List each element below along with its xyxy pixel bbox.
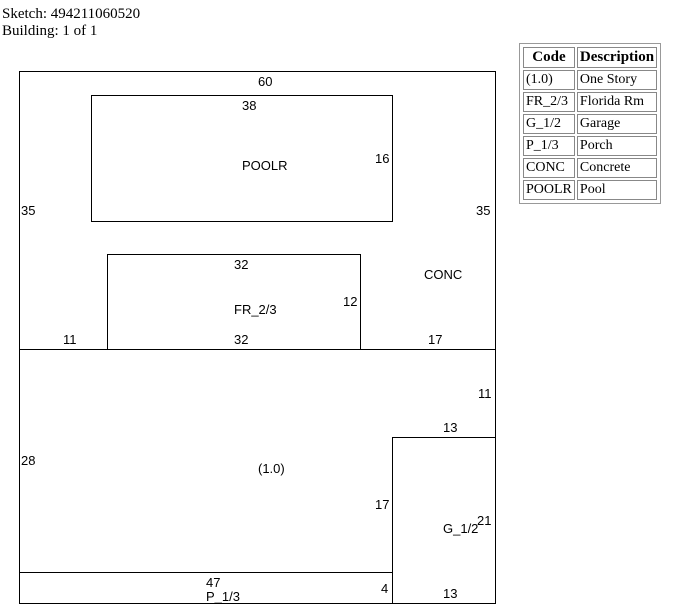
legend-description: Concrete <box>576 158 658 178</box>
code-legend: Code Description (1.0) One Story FR_2/3 … <box>519 43 662 204</box>
dimension-label: 35 <box>476 203 490 218</box>
legend-code: (1.0) <box>523 70 575 90</box>
dimension-label: 13 <box>443 586 457 601</box>
legend-row: FR_2/3 Florida Rm <box>523 92 658 112</box>
dimension-label: 38 <box>242 98 256 113</box>
dimension-label: 60 <box>258 74 272 89</box>
legend-description: One Story <box>576 70 658 90</box>
dimension-label: 35 <box>21 203 35 218</box>
main-area-label: (1.0) <box>258 461 285 476</box>
legend-code: POOLR <box>523 180 575 200</box>
dimension-label: 11 <box>63 332 77 347</box>
dimension-label: 17 <box>428 332 442 347</box>
sketch-id-label: Sketch: 494211060520 <box>2 6 141 22</box>
legend-description: Garage <box>576 114 658 134</box>
dimension-label: 47 <box>206 575 220 590</box>
legend-description-header: Description <box>576 47 658 68</box>
dimension-label: 4 <box>381 581 388 596</box>
dimension-label: 12 <box>343 294 357 309</box>
dimension-label: 11 <box>478 386 492 401</box>
legend-table: Code Description (1.0) One Story FR_2/3 … <box>521 45 659 202</box>
garage-area-label: G_1/2 <box>443 521 478 536</box>
concrete-area-label: CONC <box>424 267 462 282</box>
legend-code-header: Code <box>523 47 575 68</box>
dimension-label: 32 <box>234 332 248 347</box>
legend-description: Porch <box>576 136 658 156</box>
dimension-label: 32 <box>234 257 248 272</box>
legend-code: CONC <box>523 158 575 178</box>
pool-area-outline <box>91 95 393 222</box>
dimension-label: 13 <box>443 420 457 435</box>
florida-room-area-label: FR_2/3 <box>234 302 277 317</box>
building-count-label: Building: 1 of 1 <box>2 23 98 39</box>
legend-header-row: Code Description <box>523 47 658 68</box>
dimension-label: 21 <box>477 513 491 528</box>
legend-code: G_1/2 <box>523 114 575 134</box>
legend-row: P_1/3 Porch <box>523 136 658 156</box>
garage-area-outline <box>392 437 496 604</box>
legend-row: (1.0) One Story <box>523 70 658 90</box>
legend-row: POOLR Pool <box>523 180 658 200</box>
dimension-label: 28 <box>21 453 35 468</box>
porch-area-outline <box>19 572 393 604</box>
pool-area-label: POOLR <box>242 158 288 173</box>
legend-description: Florida Rm <box>576 92 658 112</box>
legend-code: FR_2/3 <box>523 92 575 112</box>
legend-code: P_1/3 <box>523 136 575 156</box>
dimension-label: 17 <box>375 497 389 512</box>
legend-row: CONC Concrete <box>523 158 658 178</box>
legend-row: G_1/2 Garage <box>523 114 658 134</box>
porch-area-label: P_1/3 <box>206 589 240 604</box>
dimension-label: 16 <box>375 151 389 166</box>
legend-description: Pool <box>576 180 658 200</box>
